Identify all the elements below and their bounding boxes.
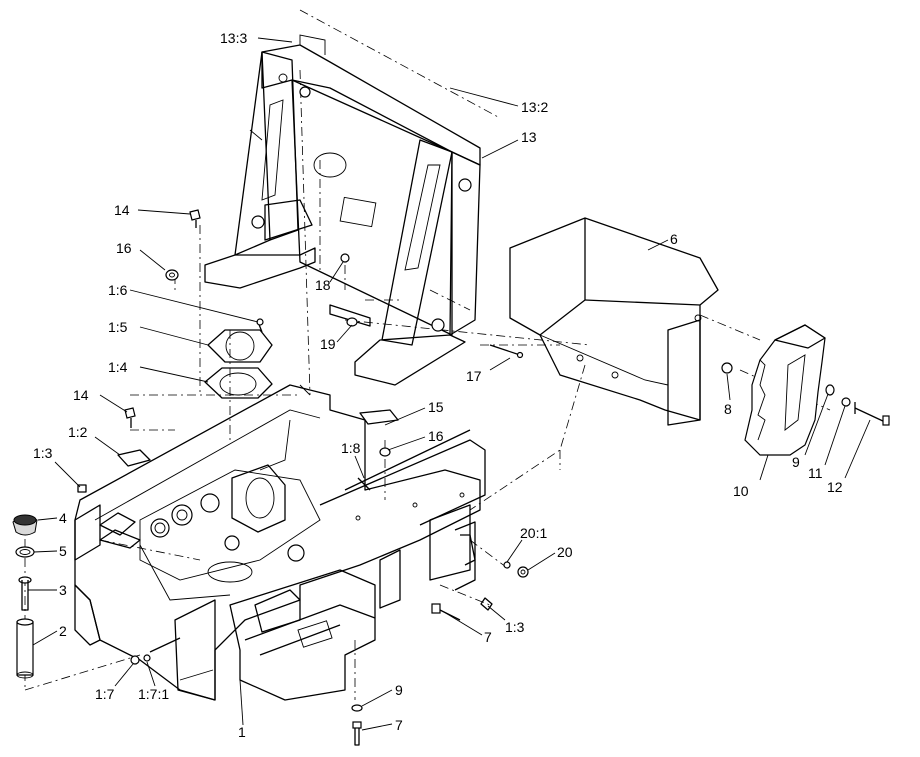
filter-2 bbox=[16, 621, 34, 676]
washer-9-right bbox=[825, 384, 835, 396]
washer-20-1 bbox=[503, 561, 511, 569]
callout-1-7: 1:7 bbox=[95, 686, 115, 702]
callout-labels: 13:3 13:2 13 14 16 18 6 1:6 1:5 1:4 19 1… bbox=[33, 30, 843, 740]
shield-6 bbox=[509, 217, 719, 426]
callout-1-2: 1:2 bbox=[68, 424, 88, 440]
callout-13-3: 13:3 bbox=[220, 30, 247, 46]
o-ring-5 bbox=[15, 546, 35, 558]
washer-9-bottom bbox=[351, 704, 363, 712]
callout-20: 20 bbox=[557, 544, 573, 560]
callout-10: 10 bbox=[733, 483, 749, 499]
callout-3: 3 bbox=[59, 582, 67, 598]
callout-11: 11 bbox=[808, 465, 823, 481]
callout-8: 8 bbox=[724, 401, 732, 417]
callout-9-bottom: 9 bbox=[395, 682, 403, 698]
bolt-20 bbox=[517, 566, 529, 578]
right-lower-parts bbox=[351, 534, 529, 746]
clamp-1-7 bbox=[130, 655, 140, 665]
callout-1-4: 1:4 bbox=[108, 359, 128, 375]
bolt-7-mid bbox=[439, 609, 461, 621]
callout-14-mid: 14 bbox=[73, 387, 89, 403]
lockwasher-11 bbox=[841, 397, 851, 407]
callout-18: 18 bbox=[315, 277, 331, 293]
callout-4: 4 bbox=[59, 510, 67, 526]
callout-7-bottom: 7 bbox=[395, 717, 403, 733]
screw-1-7-1 bbox=[143, 654, 151, 662]
callout-1-7-1: 1:7:1 bbox=[138, 686, 169, 702]
pin-17 bbox=[489, 344, 521, 356]
hose-1-7 bbox=[149, 637, 181, 653]
u-bolt bbox=[460, 534, 476, 566]
callout-1-5: 1:5 bbox=[108, 319, 128, 335]
callout-9-right: 9 bbox=[792, 454, 800, 470]
bolt-14-mid bbox=[124, 407, 136, 419]
callout-16-top: 16 bbox=[116, 240, 132, 256]
callout-13-2: 13:2 bbox=[521, 99, 548, 115]
callout-20-1: 20:1 bbox=[520, 525, 547, 541]
bracket-19 bbox=[329, 304, 371, 327]
callout-1-3-right: 1:3 bbox=[505, 619, 525, 635]
callout-15: 15 bbox=[428, 399, 444, 415]
leader-lines bbox=[28, 37, 871, 731]
spring-3 bbox=[18, 576, 32, 584]
callout-14-top: 14 bbox=[114, 202, 130, 218]
assembly-center-lines bbox=[24, 9, 831, 700]
left-small-parts bbox=[12, 407, 371, 679]
upper-tower-frame bbox=[204, 34, 481, 386]
callout-7-mid: 7 bbox=[484, 629, 492, 645]
counterweight-10 bbox=[721, 324, 890, 456]
gasket-1-4 bbox=[204, 367, 273, 399]
callout-6: 6 bbox=[670, 231, 678, 247]
callout-16-mid: 16 bbox=[428, 428, 444, 444]
callout-17: 17 bbox=[466, 368, 482, 384]
callout-1-6: 1:6 bbox=[108, 282, 128, 298]
bracket-1-2-on-deck bbox=[99, 529, 141, 549]
bolt-12 bbox=[854, 407, 886, 423]
callout-19: 19 bbox=[320, 336, 336, 352]
callout-12: 12 bbox=[827, 479, 843, 495]
locknut-16 bbox=[379, 447, 391, 457]
bolt-7-bottom bbox=[352, 721, 362, 729]
clip-1-3-left bbox=[77, 484, 87, 493]
main-frame-1 bbox=[74, 384, 486, 701]
nut-18 bbox=[340, 253, 350, 263]
callout-1-3-left: 1:3 bbox=[33, 445, 53, 461]
small-hardware-upper bbox=[165, 209, 524, 457]
callout-1-8: 1:8 bbox=[341, 440, 361, 456]
clip-1-3-right bbox=[480, 597, 493, 611]
locknut-16-top bbox=[165, 269, 179, 281]
callout-5: 5 bbox=[59, 543, 67, 559]
bolt-14-top bbox=[189, 209, 201, 221]
callout-1: 1 bbox=[238, 724, 246, 740]
bracket-1-2 bbox=[117, 449, 151, 467]
nut-8 bbox=[721, 362, 733, 374]
clip-1-8 bbox=[357, 477, 371, 491]
cover-1-5 bbox=[207, 329, 273, 363]
callout-2: 2 bbox=[59, 623, 67, 639]
callout-13: 13 bbox=[521, 129, 537, 145]
cover-and-gasket bbox=[204, 318, 273, 399]
